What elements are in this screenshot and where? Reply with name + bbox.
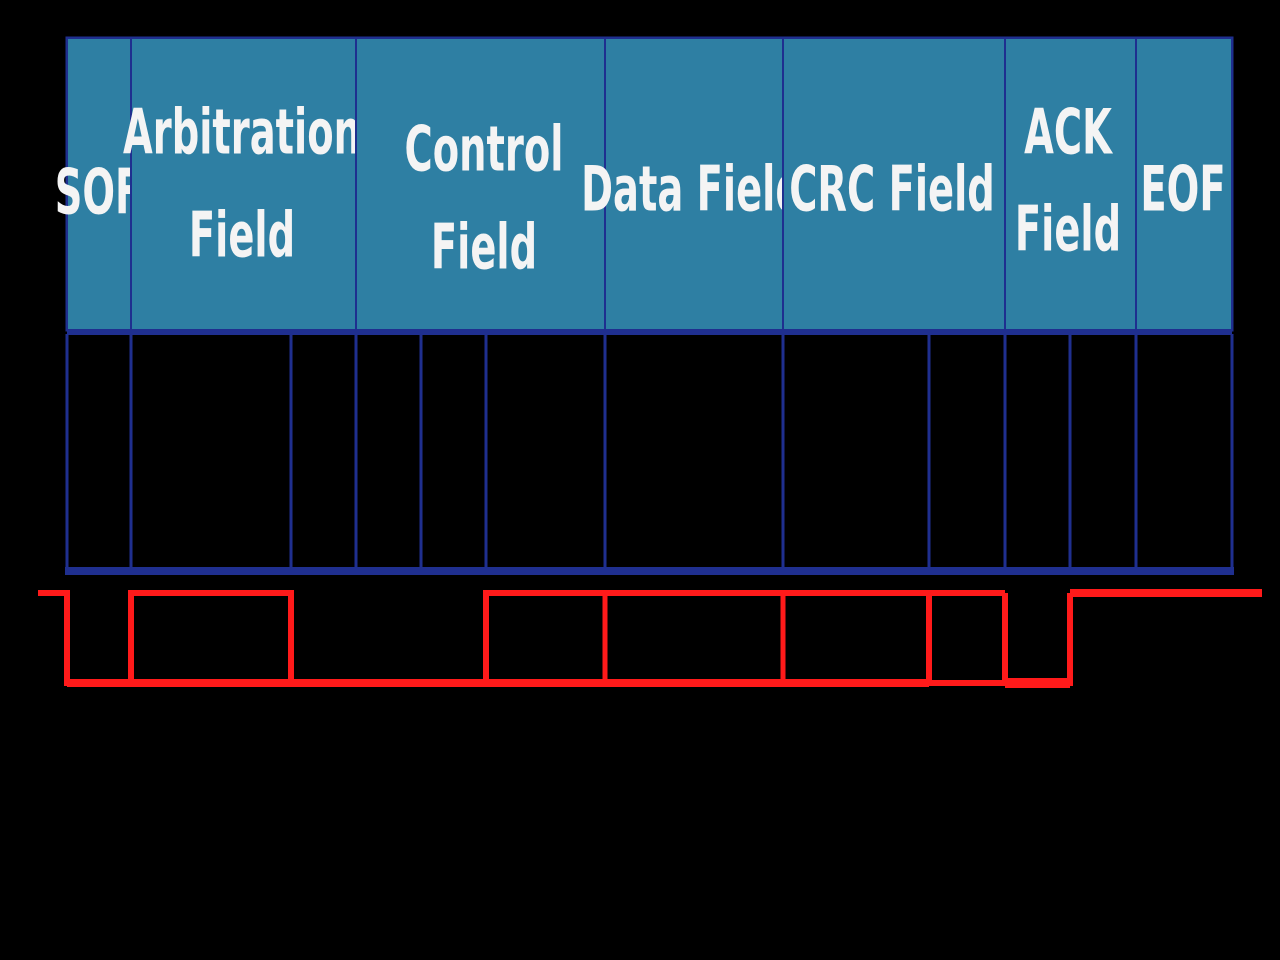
bit-subdivision-row: [65, 329, 1234, 575]
signal-ack-dip: [1002, 593, 1073, 686]
field-label-data: Data Field: [581, 154, 803, 226]
field-label-ack-line1: ACK: [1024, 97, 1113, 169]
field-cell-sof: [66, 37, 132, 331]
field-label-ack-line2: Field: [1015, 194, 1121, 266]
field-cell-ack: [1004, 37, 1137, 331]
field-label-eof: EOF: [1140, 154, 1225, 226]
field-label-sof: SOF: [55, 157, 142, 229]
field-label-arbitration-line2: Field: [189, 200, 295, 272]
bus-signal-waveform: [38, 589, 1262, 688]
field-cell-arbitration: [130, 37, 357, 331]
signal-trace-main: [38, 590, 1005, 686]
field-label-control-line1: Control: [405, 114, 564, 186]
field-cell-data: [604, 37, 784, 331]
field-label-crc: CRC Field: [789, 154, 995, 226]
field-label-arbitration-line1: Arbitration: [123, 97, 361, 169]
field-cell-control: [355, 37, 606, 331]
field-label-control-line2: Field: [431, 212, 537, 284]
